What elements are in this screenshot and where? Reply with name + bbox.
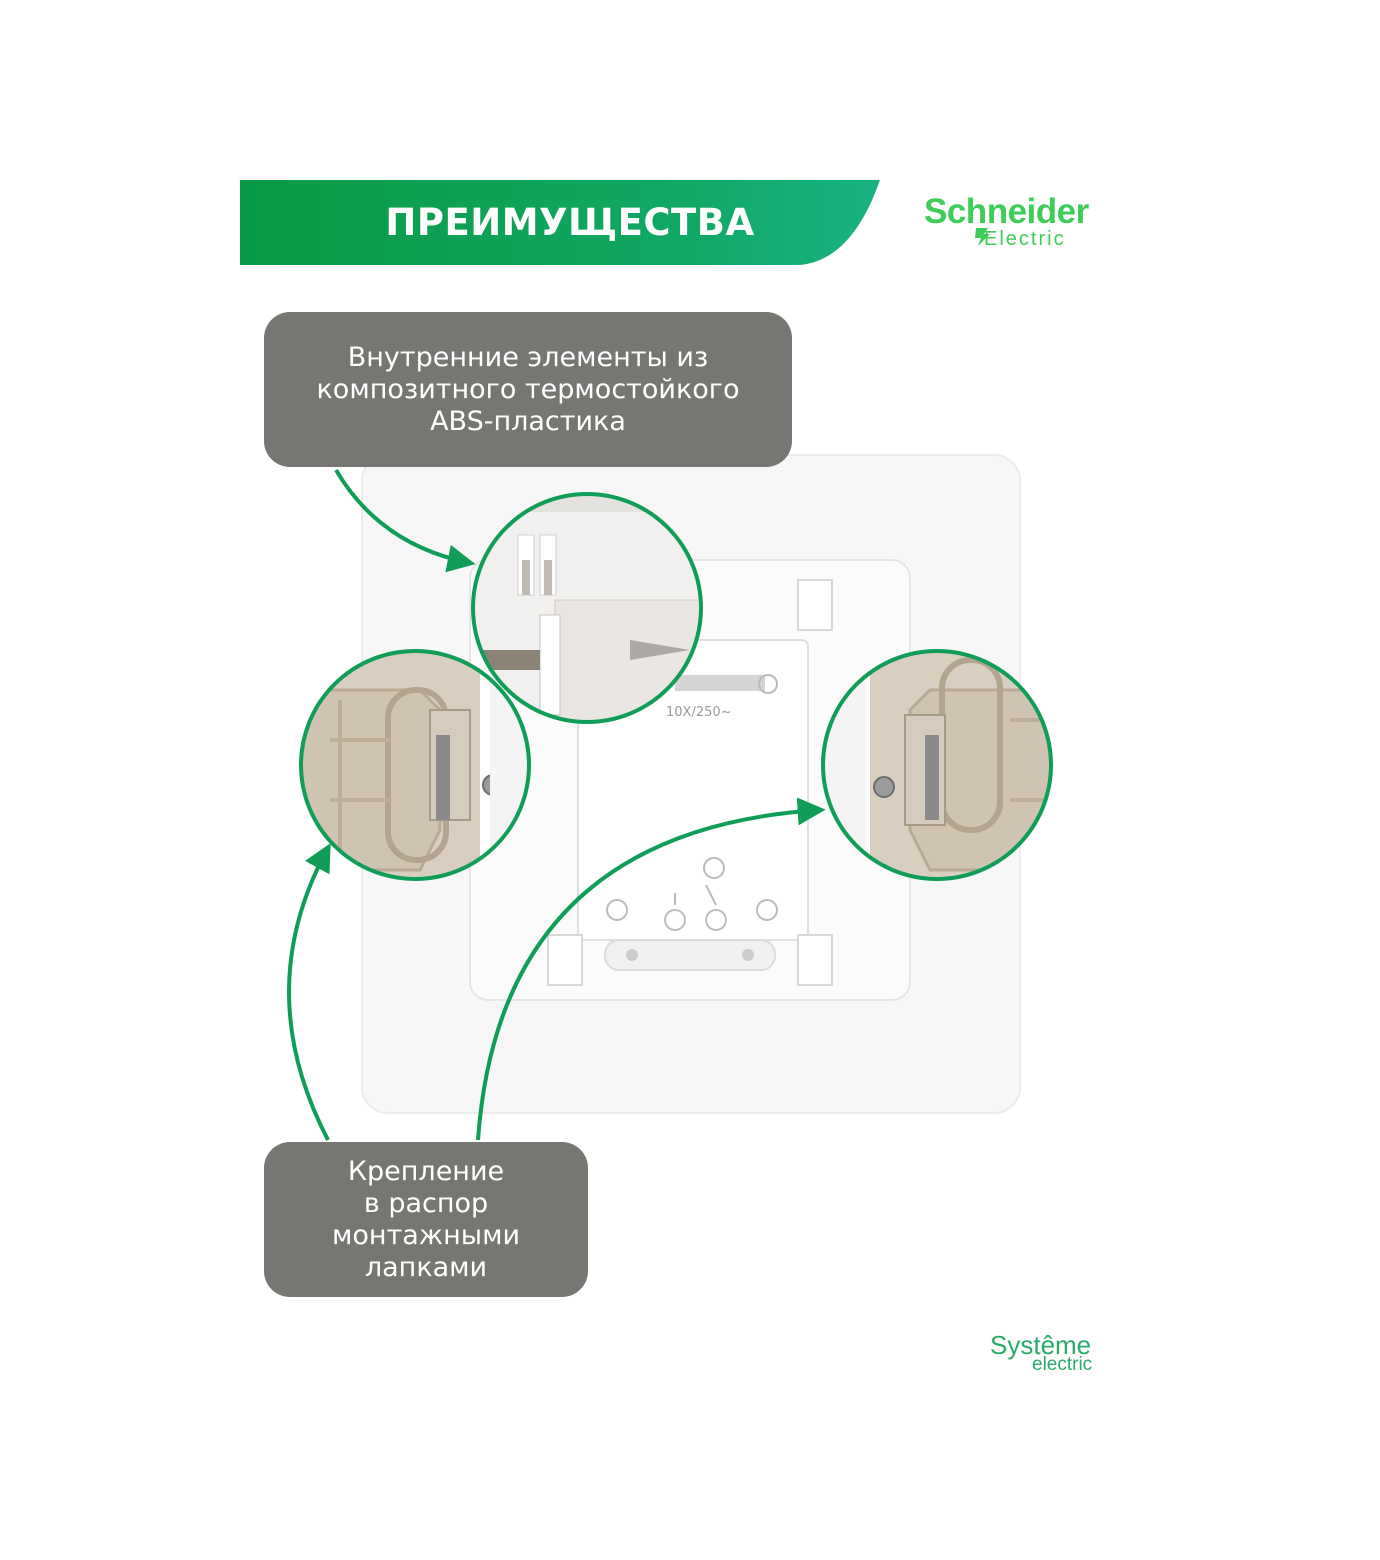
page-title: ПРЕИМУЩЕСТВА — [385, 201, 755, 244]
footer-logo: Systême electric — [990, 1330, 1130, 1380]
brand-logo: Schneider Electric — [924, 192, 1124, 254]
callout-mounting-clamps: Крепление в распор монтажными лапками — [264, 1142, 588, 1297]
callout-inner-elements: Внутренние элементы из композитного терм… — [264, 312, 792, 467]
brand-name: Schneider — [924, 192, 1089, 231]
zoom-detail-right-clamp — [821, 649, 1053, 881]
brand-subtitle: Electric — [984, 228, 1066, 250]
arrow-to-right-clamp — [476, 797, 826, 1141]
header-banner — [240, 180, 880, 265]
rating-label: 10X/250~ — [666, 705, 732, 720]
footer-logo-name: Systême — [990, 1330, 1092, 1360]
brand-mark-icon — [975, 228, 990, 246]
callout-inner-elements-text: Внутренние элементы из композитного терм… — [316, 341, 740, 437]
arrow-to-left-clamp — [287, 843, 331, 1141]
callout-mounting-clamps-text: Крепление в распор монтажными лапками — [331, 1155, 521, 1283]
zoom-detail-left-clamp — [299, 649, 531, 881]
footer-logo-subtitle: electric — [1032, 1354, 1093, 1375]
arrow-to-inner-elements — [334, 468, 476, 573]
